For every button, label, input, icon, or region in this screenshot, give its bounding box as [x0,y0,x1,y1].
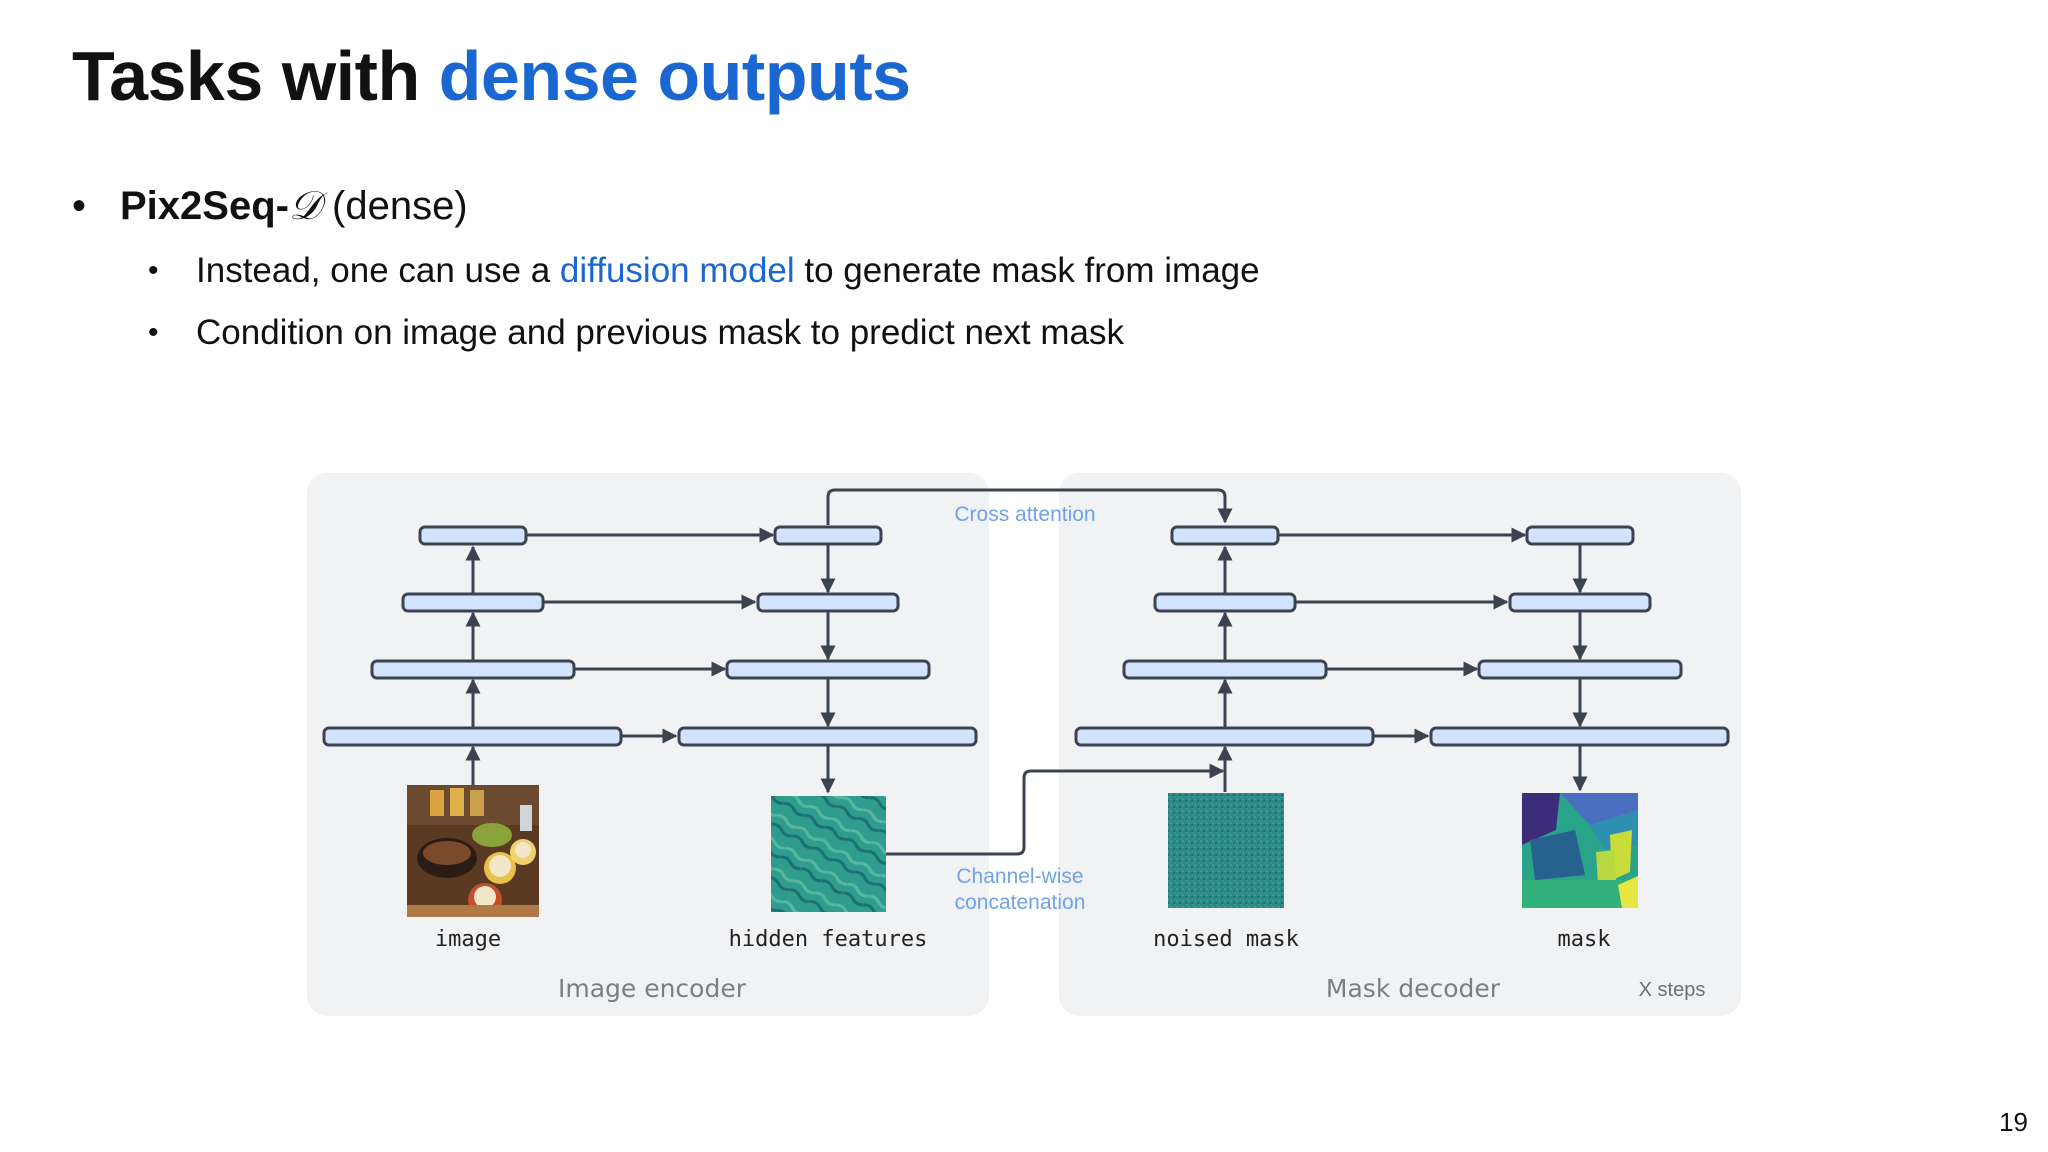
channel-concat-label-1: Channel-wise [956,865,1083,888]
input-image [407,785,539,917]
sub2-text: Condition on image and previous mask to … [196,313,1124,352]
encoder-block [677,726,978,747]
encoder-label: Image encoder [558,974,747,1003]
channel-concat-label-2: concatenation [955,891,1086,914]
encoder-block [401,592,545,613]
method-symbol: 𝒟 [288,183,321,229]
sub-bullet-diffusion: • Instead, one can use a diffusion model… [148,246,1872,296]
sub-bullet-condition: • Condition on image and previous mask t… [148,308,1872,358]
bullet-dot: • [148,254,159,287]
method-name: Pix2Seq- [120,184,289,228]
decoder-block [1525,525,1635,546]
decoder-block [1508,592,1652,613]
bullet-dot: • [148,316,159,349]
decoder-block [1122,659,1328,680]
bullet-dot: • [72,184,87,228]
hidden-features-image [771,796,886,912]
sub1-text-before: Instead, one can use a [196,251,560,290]
cross-attention-label: Cross attention [954,503,1095,526]
encoder-block [370,659,576,680]
title-prefix: Tasks with [72,37,439,115]
encoder-block [418,525,528,546]
decoder-block [1477,659,1683,680]
decoder-block [1170,525,1280,546]
concat-arrow [886,763,1225,856]
encoder-block [756,592,900,613]
title-accent: dense outputs [438,37,911,115]
slide-title: Tasks with dense outputs [72,36,911,116]
decoder-block [1429,726,1730,747]
hidden-features-label: hidden features [729,927,928,952]
noised-mask-label: noised mask [1153,927,1299,952]
decoder-block [1074,726,1375,747]
encoder-block [322,726,623,747]
cross-attention-arrow [826,488,1233,525]
image-label: image [435,927,501,952]
encoder-block [725,659,931,680]
decoder-block [1153,592,1297,613]
encoder-block [773,525,883,546]
sub1-text-after: to generate mask from image [794,251,1260,290]
method-suffix: (dense) [320,184,468,228]
decoder-label: Mask decoder [1326,974,1501,1003]
mask-label: mask [1558,927,1611,952]
steps-label: X steps [1639,979,1706,1001]
output-mask-image [1522,793,1638,908]
noised-mask-image [1168,793,1284,908]
bullet-list: • Pix2Seq-𝒟 (dense) • Instead, one can u… [72,178,1872,358]
diffusion-model-link: diffusion model [559,251,795,290]
page-number: 19 [1999,1107,2028,1137]
bullet-pix2seq: • Pix2Seq-𝒟 (dense) [72,178,1872,234]
